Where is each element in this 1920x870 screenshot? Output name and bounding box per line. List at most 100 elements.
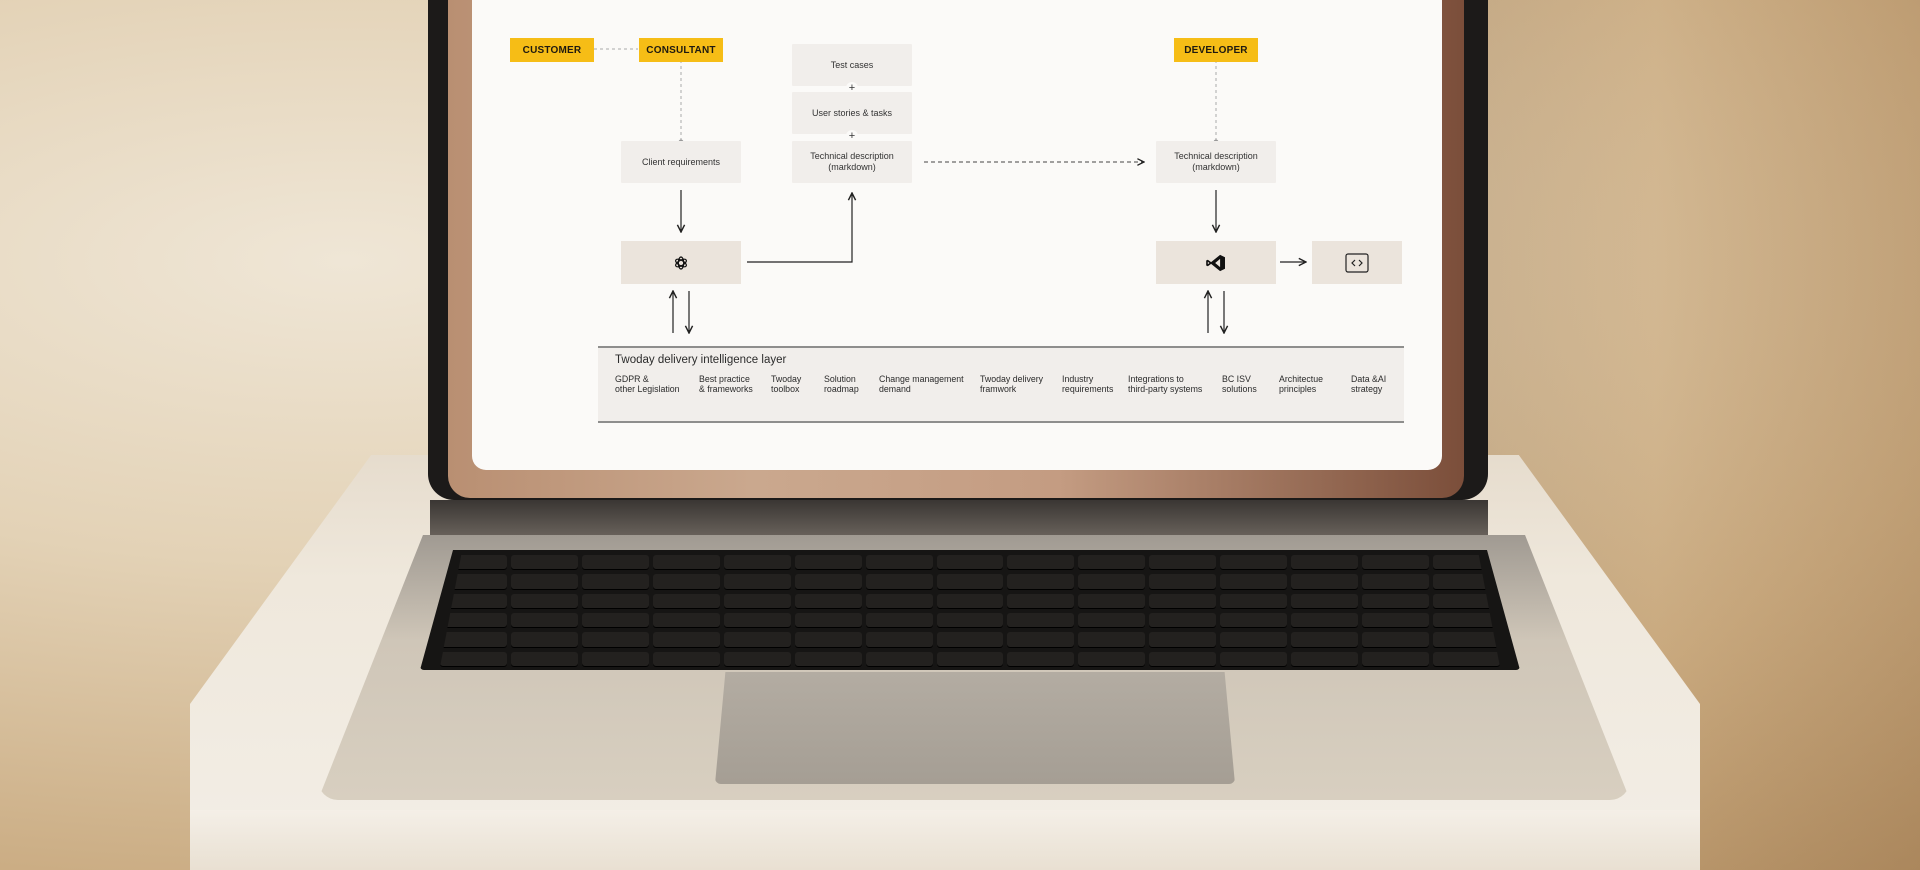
keyboard-key [440, 652, 507, 667]
keyboard-key [1149, 632, 1216, 647]
laptop-hinge [430, 500, 1488, 540]
keyboard-key [1291, 652, 1358, 667]
keyboard-key [1362, 613, 1429, 628]
layer-item: GDPR & other Legislation [615, 374, 680, 394]
keyboard-key [1007, 652, 1074, 667]
keyboard-key [1007, 574, 1074, 589]
keyboard-key [1220, 652, 1287, 667]
keyboard-key [1291, 594, 1358, 609]
arrow-ai-techdesc [747, 193, 852, 262]
keyboard-key [1078, 555, 1145, 570]
layer-item: Data &AI strategy [1351, 374, 1386, 394]
role-customer: CUSTOMER [510, 38, 594, 62]
keyboard-key [1433, 652, 1500, 667]
layer-item: Twoday delivery framwork [980, 374, 1043, 394]
keyboard-key [866, 632, 933, 647]
keyboard-key [1433, 613, 1500, 628]
layer-item: Solution roadmap [824, 374, 859, 394]
keyboard-key [795, 594, 862, 609]
keyboard-key [511, 574, 578, 589]
keyboard-key [1149, 555, 1216, 570]
keyboard-key [1220, 555, 1287, 570]
keyboard-key [937, 574, 1004, 589]
visual-studio-icon [1206, 254, 1226, 272]
ai-model-box [621, 241, 741, 284]
layer-item: Change management demand [879, 374, 964, 394]
keyboard-key [1362, 594, 1429, 609]
keyboard-key [866, 574, 933, 589]
box-technical-description-right: Technical description (markdown) [1156, 141, 1276, 183]
keyboard-key [795, 613, 862, 628]
keyboard-key [511, 594, 578, 609]
keyboard-key [937, 632, 1004, 647]
keyboard-key [582, 594, 649, 609]
keyboard-key [653, 555, 720, 570]
keyboard-key [937, 652, 1004, 667]
keyboard-key [582, 574, 649, 589]
keyboard-key [1078, 632, 1145, 647]
role-developer: DEVELOPER [1174, 38, 1258, 62]
keyboard-key [1362, 574, 1429, 589]
keyboard-key [937, 613, 1004, 628]
keyboard-key [1362, 632, 1429, 647]
keyboard-key [1149, 652, 1216, 667]
keyboard-key [511, 555, 578, 570]
layer-item: Industry requirements [1062, 374, 1113, 394]
keyboard-key [653, 632, 720, 647]
keyboard-key [795, 574, 862, 589]
box-technical-description-left: Technical description (markdown) [792, 141, 912, 183]
box-client-requirements: Client requirements [621, 141, 741, 183]
keyboard-key [440, 632, 507, 647]
keyboard-key [1291, 555, 1358, 570]
trackpad [715, 672, 1235, 784]
box-user-stories: User stories & tasks [792, 92, 912, 134]
keyboard-key [1362, 652, 1429, 667]
keyboard-key [440, 613, 507, 628]
keyboard-key [1433, 632, 1500, 647]
layer-item: Twoday toolbox [771, 374, 801, 394]
keyboard-key [795, 555, 862, 570]
keyboard-key [653, 594, 720, 609]
keyboard-key [1291, 574, 1358, 589]
keyboard-key [1007, 555, 1074, 570]
keyboard-key [795, 652, 862, 667]
layer-item: Architectue principles [1279, 374, 1323, 394]
editor-box [1156, 241, 1276, 284]
stand-front [190, 810, 1700, 870]
keyboard-key [653, 574, 720, 589]
keyboard-key [1078, 574, 1145, 589]
keyboard-key [1078, 652, 1145, 667]
keyboard-key [1149, 613, 1216, 628]
keyboard-key [866, 555, 933, 570]
keyboard-key [1007, 594, 1074, 609]
keyboard-key [1362, 555, 1429, 570]
layer-item: Best practice & frameworks [699, 374, 753, 394]
keyboard-key [1078, 613, 1145, 628]
keyboard-key [1220, 632, 1287, 647]
diagram-connectors [472, 0, 1442, 470]
keyboard-key [724, 574, 791, 589]
keyboard-key [724, 594, 791, 609]
keyboard-key [1149, 594, 1216, 609]
code-brackets-icon [1345, 253, 1369, 273]
keyboard-key [511, 652, 578, 667]
keyboard-key [1078, 594, 1145, 609]
keyboard-key [724, 632, 791, 647]
keyboard-key [795, 632, 862, 647]
role-consultant: CONSULTANT [639, 38, 723, 62]
keyboard-key [1007, 632, 1074, 647]
code-output-box [1312, 241, 1402, 284]
keyboard-key [653, 652, 720, 667]
keyboard-key [1291, 613, 1358, 628]
box-test-cases: Test cases [792, 44, 912, 86]
layer-title: Twoday delivery intelligence layer [615, 354, 786, 366]
keyboard-key [582, 613, 649, 628]
keyboard-key [1291, 632, 1358, 647]
keyboard-key [866, 594, 933, 609]
keyboard-key [724, 613, 791, 628]
keyboard-key [582, 555, 649, 570]
keyboard-key [653, 613, 720, 628]
openai-icon [673, 255, 689, 271]
laptop-screen: CUSTOMER CONSULTANT DEVELOPER Client req… [472, 0, 1442, 470]
layer-item: Integrations to third-party systems [1128, 374, 1202, 394]
